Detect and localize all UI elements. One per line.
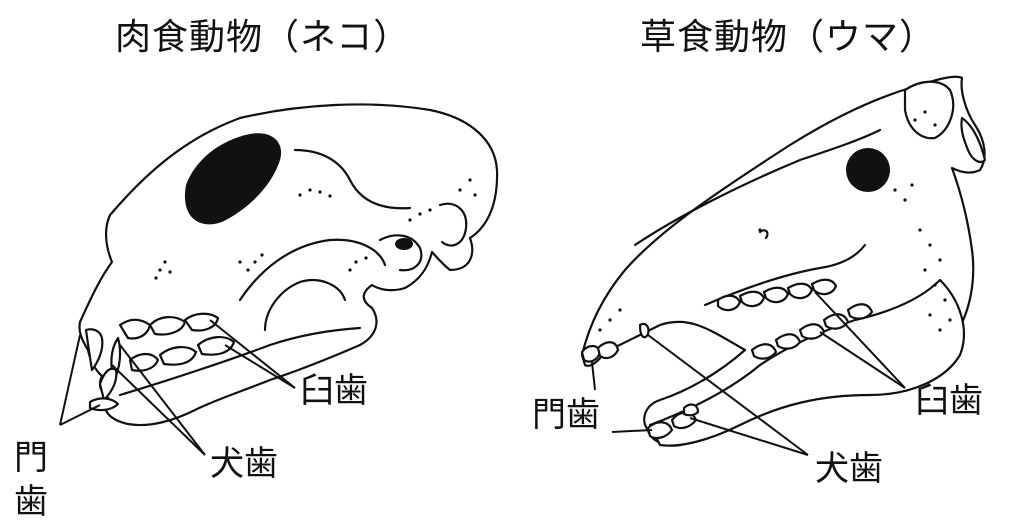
cat-shading [154,178,477,280]
cat-leader-lines [59,319,296,456]
cat-brow-line [293,148,412,210]
horse-skull [580,75,987,447]
horse-nasal-bone [633,128,882,247]
cat-ear-hole [395,238,413,250]
horse-lower-molars [750,303,874,360]
horse-upper-molars [716,278,838,312]
cat-occipital [438,202,468,247]
horse-molar-label: 臼歯 [915,381,983,421]
cat-lower-jaw-line [118,326,362,397]
horse-canine-label: 犬歯 [815,449,883,489]
cat-ear-region [378,234,423,272]
horse-maxilla [703,243,867,307]
horse-small-mark [758,229,769,240]
horse-poll [903,80,955,140]
horse-paracondyle [960,116,987,164]
cat-incisor-label: 門歯 [14,438,48,522]
cat-molar-label: 臼歯 [300,371,368,411]
horse-leader-lines [591,291,906,456]
cat-lower-molar [158,346,198,366]
cat-upper-molar [183,312,220,332]
cat-lower-molar [196,336,236,356]
horse-incisor-label: 門歯 [532,395,600,435]
horse-eye-socket [846,148,890,192]
cat-diagram-title: 肉食動物（ネコ） [115,17,411,58]
horse-upper-incisors [580,341,620,363]
cat-skull [78,103,499,427]
cat-canine-label: 犬歯 [210,444,278,484]
cat-cranium-outline [78,103,499,427]
horse-shading [598,110,952,332]
cat-upper-canine [84,328,104,372]
horse-mandible [648,278,965,447]
cat-eye-socket [184,133,282,225]
cat-jaw-hinge [263,279,347,332]
cat-upper-molar [148,316,187,336]
horse-upper-canine [638,322,650,339]
cat-zygomatic-arch [238,238,387,302]
horse-diagram-title: 草食動物（ウマ） [640,17,937,58]
cat-lower-teeth [88,336,236,412]
